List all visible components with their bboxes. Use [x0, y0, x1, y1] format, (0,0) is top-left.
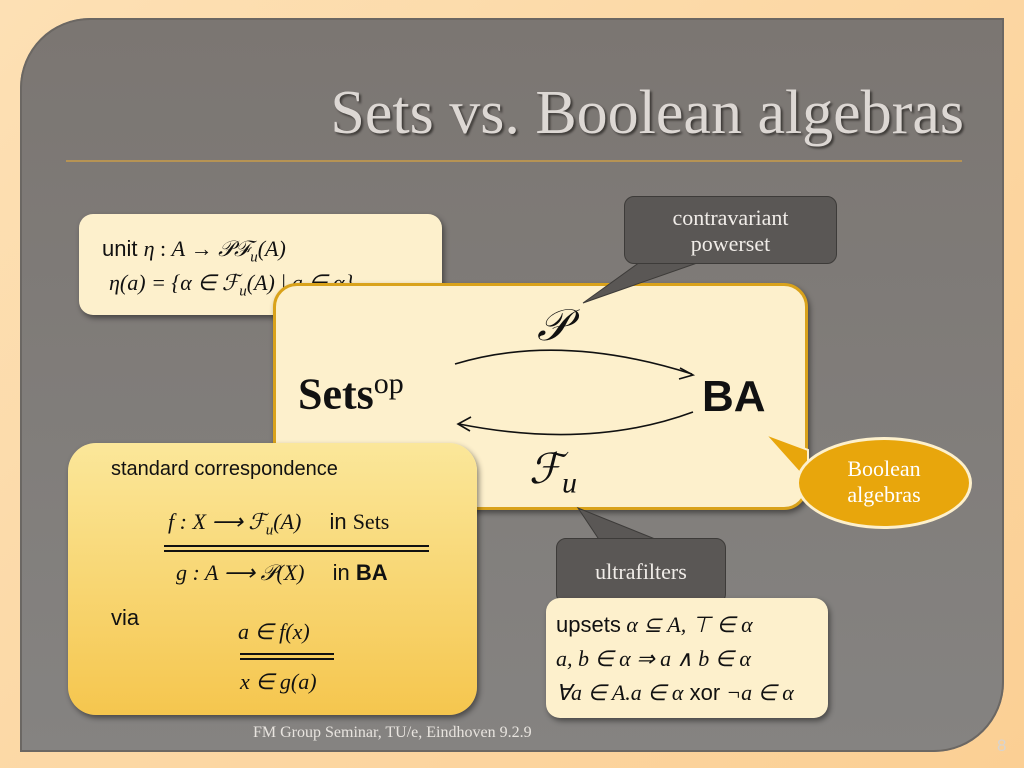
rule-double-line-2	[164, 550, 429, 552]
f-premise: f : X ⟶ ℱu(A) in Sets	[168, 509, 389, 539]
sets-label: Sets	[298, 369, 374, 419]
unit-PFu: 𝒫ℱ	[218, 236, 251, 261]
xor-label: xor	[689, 680, 721, 705]
slide-footer: FM Group Seminar, TU/e, Eindhoven 9.2.9	[253, 724, 532, 741]
page-number: 8	[997, 736, 1007, 755]
ultrafilters-label: ultrafilters	[595, 559, 687, 584]
upsets-box: upsets α ⊆ A, ⊤ ∈ α a, b ∈ α ⇒ a ∧ b ∈ α…	[546, 598, 828, 718]
boolean-line1: Boolean	[847, 456, 921, 481]
powerset-arrow	[454, 349, 693, 375]
f-sub: u	[265, 522, 274, 539]
ultrafilter-arrowhead	[456, 416, 472, 432]
unit-colon: :	[154, 236, 172, 261]
ultrafilters-tail	[576, 506, 661, 542]
eta-def-sub: u	[239, 283, 247, 300]
top-arrow-label: 𝒫	[537, 301, 569, 350]
powerset-arrowhead	[678, 367, 696, 380]
upsets-line2: a, b ∈ α ⇒ a ∧ b ∈ α	[556, 646, 751, 671]
sets-op-object: Setsop	[298, 367, 404, 420]
contravariant-line2: powerset	[690, 231, 771, 256]
upsets-line1-math: α ⊆ A, ⊤ ∈ α	[620, 612, 753, 637]
boolean-line2: algebras	[847, 482, 921, 507]
contravariant-powerset-callout: contravariant powerset	[624, 196, 837, 264]
bottom-arrow-label: ℱu	[529, 444, 577, 500]
op-superscript: op	[373, 367, 404, 400]
via-double-line-1	[240, 653, 334, 655]
slide-title: Sets vs. Boolean algebras	[330, 79, 964, 147]
unit-eta: η	[143, 236, 155, 261]
sets-category: Sets	[352, 509, 390, 534]
unit-label: unit	[102, 236, 138, 261]
upsets-line3: ∀a ∈ A.a ∈ α xor ¬a ∈ α	[556, 680, 794, 706]
fu-F: ℱ	[529, 447, 563, 493]
upsets-label: upsets	[556, 612, 621, 637]
upsets-line3-b: ¬a ∈ α	[726, 680, 794, 705]
unit-A: A	[171, 236, 186, 261]
eta-def-main: η(a) = {α ∈ ℱ	[109, 270, 240, 295]
ba-object: BA	[702, 372, 766, 421]
rule-premise: a ∈ f(x)	[238, 619, 310, 644]
unit-arrow: →	[185, 236, 219, 261]
unit-of-A: (A)	[257, 236, 286, 261]
contravariant-line1: contravariant	[672, 205, 789, 230]
f-map: f : X ⟶ ℱ	[168, 509, 266, 534]
standard-heading: standard correspondence	[111, 458, 338, 480]
f-rest: (A)	[273, 509, 302, 534]
g-conclusion: g : A ⟶ 𝒫(X) in BA	[176, 560, 388, 586]
standard-correspondence-box: standard correspondence f : X ⟶ ℱu(A) in…	[68, 443, 477, 715]
boolean-algebras-callout: Boolean algebras	[796, 437, 972, 529]
rule-conclusion: x ∈ g(a)	[240, 669, 317, 694]
unit-line: unit η : A → 𝒫ℱu(A)	[102, 236, 286, 266]
rule-double-line-1	[164, 545, 429, 547]
contravariant-tail	[582, 261, 701, 304]
title-divider	[66, 160, 962, 162]
unit-u-sub: u	[250, 249, 258, 266]
ultrafilter-arrow	[458, 411, 694, 436]
upsets-line3-a: ∀a ∈ A.a ∈ α	[556, 680, 684, 705]
in-label-sets: in	[329, 509, 347, 534]
via-double-line-2	[240, 658, 334, 660]
upsets-line1: upsets α ⊆ A, ⊤ ∈ α	[556, 612, 753, 638]
g-map: g : A ⟶ 𝒫(X)	[176, 560, 305, 585]
ba-category: BA	[355, 560, 388, 585]
ultrafilters-callout: ultrafilters	[556, 538, 726, 604]
in-label-ba: in	[332, 560, 350, 585]
via-label: via	[111, 605, 140, 630]
fu-u: u	[562, 466, 578, 500]
